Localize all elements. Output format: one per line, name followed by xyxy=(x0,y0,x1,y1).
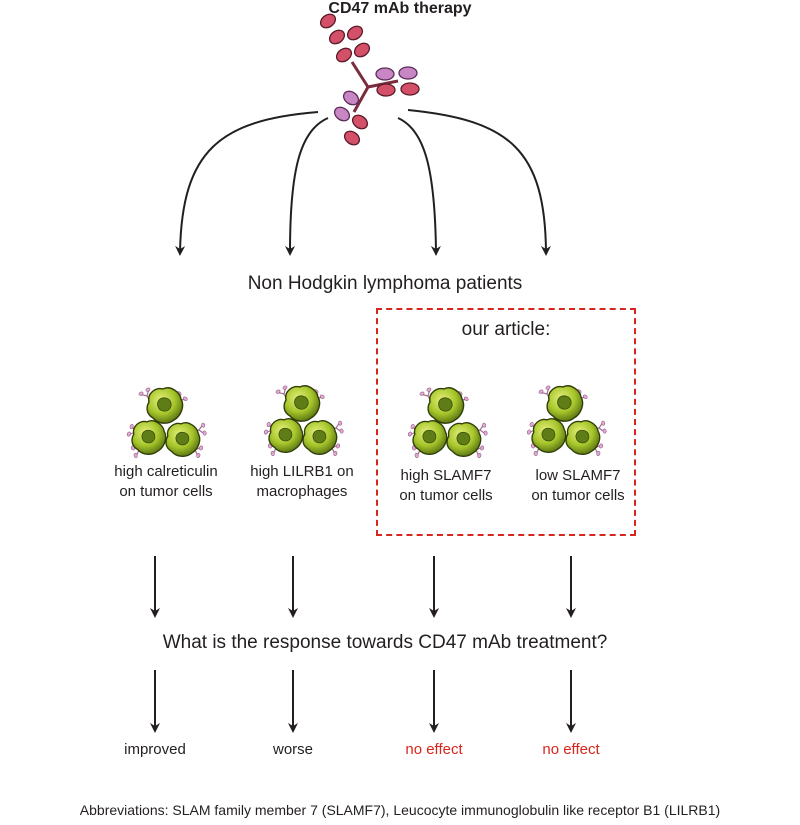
cell-cluster-icon-1 xyxy=(127,387,207,458)
outcome-3: no effect xyxy=(405,741,463,758)
outcome-1: improved xyxy=(124,741,186,758)
outcome-2: worse xyxy=(272,741,313,758)
condition-line: high SLAMF7 xyxy=(400,467,492,484)
condition-line: high calreticulin xyxy=(114,463,218,480)
curved-arrow-2 xyxy=(285,117,329,256)
condition-line: on tumor cells xyxy=(119,483,213,500)
condition-line: macrophages xyxy=(256,483,348,500)
condition-caption-2: high LILRB1 on macrophages xyxy=(222,462,382,502)
condition-caption-1: high calreticulin on tumor cells xyxy=(86,462,246,502)
diagram-title: CD47 mAb therapy xyxy=(328,0,472,17)
condition-caption-4: low SLAMF7 on tumor cells xyxy=(498,466,658,506)
cell-cluster-icon-2 xyxy=(264,385,344,456)
patient-group-label: Non Hodgkin lymphoma patients xyxy=(247,273,523,294)
condition-line: high LILRB1 on xyxy=(250,463,354,480)
condition-line: on tumor cells xyxy=(399,487,493,504)
highlight-box xyxy=(376,308,636,536)
curved-arrow-4 xyxy=(407,109,551,256)
curved-arrow-1 xyxy=(175,111,319,256)
highlight-label: our article: xyxy=(461,319,551,340)
condition-caption-3: high SLAMF7 on tumor cells xyxy=(366,466,526,506)
antibody-icon xyxy=(319,13,420,146)
condition-line: on tumor cells xyxy=(531,487,625,504)
abbreviations-footnote: Abbreviations: SLAM family member 7 (SLA… xyxy=(79,802,721,818)
condition-line: low SLAMF7 xyxy=(535,467,621,484)
curved-arrow-3 xyxy=(397,117,441,256)
question-text: What is the response towards CD47 mAb tr… xyxy=(162,632,608,653)
outcome-4: no effect xyxy=(542,741,600,758)
